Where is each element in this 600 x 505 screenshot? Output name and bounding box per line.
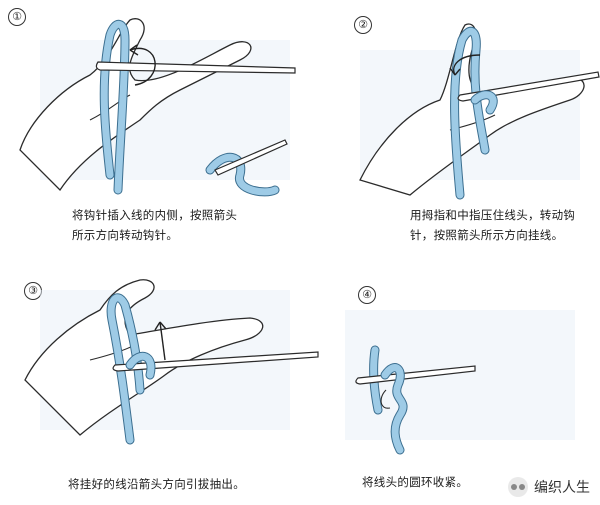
- wechat-icon: [508, 477, 528, 497]
- step-4-panel: ④ 将线头的圆环收紧。: [300, 250, 600, 505]
- step-3-caption-line-1: 将挂好的线沿箭头方向引拔抽出。: [68, 477, 245, 491]
- step-4-number: ④: [358, 286, 376, 304]
- step-2-illustration: [359, 23, 600, 200]
- step-2-caption-line-2: 针，按照箭头所示方向挂线。: [410, 228, 564, 242]
- step-3-illustration: [24, 279, 319, 445]
- step-1-illustration: [19, 18, 296, 197]
- step-1-number: ①: [8, 8, 26, 26]
- step-1-caption: 将钩针插入线的内侧，按照箭头 所示方向转动钩针。: [72, 205, 237, 245]
- step-2-panel: ② 用拇指和中指压住线头，转动钩 针，按照箭头所示方向挂线。: [300, 0, 600, 250]
- step-4-caption-line-1: 将线头的圆环收紧。: [362, 475, 469, 489]
- watermark: 编织人生: [508, 477, 590, 497]
- step-1-panel: ① 将钩针插入线的内侧，按照箭头 所示方向转动钩针。: [0, 0, 300, 250]
- step-3-panel: ③ 将挂好的线沿箭头方向引拔抽出。: [0, 250, 319, 505]
- step-1-caption-line-1: 将钩针插入线的内侧，按照箭头: [72, 208, 238, 222]
- step-2-caption: 用拇指和中指压住线头，转动钩 针，按照箭头所示方向挂线。: [410, 205, 575, 245]
- step-2-number: ②: [354, 16, 372, 34]
- step-4-caption: 将线头的圆环收紧。: [362, 472, 468, 492]
- step-1-caption-line-2: 所示方向转动钩针。: [72, 228, 179, 242]
- watermark-text: 编织人生: [534, 480, 590, 496]
- step-3-caption: 将挂好的线沿箭头方向引拔抽出。: [68, 474, 245, 494]
- step-2-caption-line-1: 用拇指和中指压住线头，转动钩: [410, 208, 576, 222]
- step-4-illustration: [345, 310, 575, 455]
